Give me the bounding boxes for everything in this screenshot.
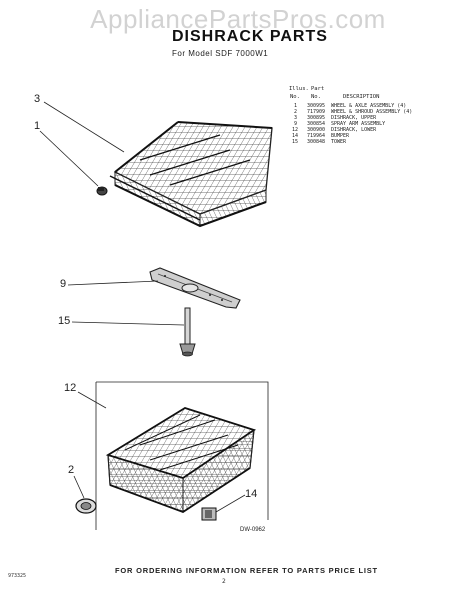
header-no2: No. [311, 94, 321, 100]
row-desc: SPRAY ARM ASSEMBLY [331, 121, 386, 127]
row-desc: WHEEL & SHROUD ASSEMBLY (4) [331, 109, 413, 115]
catalog-stamp: 973325 [8, 573, 27, 579]
header-illus: Illus. [289, 86, 309, 92]
row-part: 300900 [307, 127, 326, 133]
callout-1: 1 [34, 120, 41, 132]
row-part: 717909 [307, 109, 326, 115]
row-desc: BUMPER [331, 133, 350, 139]
row-illus: 1 [294, 103, 298, 109]
leader-12 [77, 391, 107, 409]
diagram-code: DW-0962 [240, 527, 266, 533]
row-illus: 9 [294, 121, 298, 127]
header-no1: No. [290, 94, 300, 100]
row-illus: 2 [294, 109, 298, 115]
leader-2 [73, 475, 85, 499]
wheel-shroud-assembly [75, 498, 97, 514]
lower-dishrack [105, 407, 257, 514]
callout-15: 15 [58, 315, 71, 327]
spray-arm-assembly [149, 267, 241, 309]
row-part: 300895 [307, 115, 326, 121]
row-illus: 14 [292, 133, 299, 139]
leader-1 [39, 130, 99, 187]
page-number: 2 [222, 578, 226, 585]
row-part: 300995 [307, 103, 326, 109]
leader-3 [43, 101, 125, 153]
leader-14 [215, 494, 246, 513]
callout-12: 12 [64, 382, 77, 394]
header-part: Part [311, 86, 325, 92]
ordering-footer: FOR ORDERING INFORMATION REFER TO PARTS … [115, 566, 378, 575]
row-desc: TOWER [331, 139, 347, 145]
row-part: 719964 [307, 133, 326, 139]
leader-15 [71, 321, 185, 326]
row-part: 300854 [307, 121, 326, 127]
page-title: DISHRACK PARTS [172, 28, 328, 45]
callout-14: 14 [245, 488, 258, 500]
row-illus: 3 [294, 115, 298, 121]
callout-9: 9 [60, 278, 67, 290]
row-illus: 15 [292, 139, 299, 145]
tower [179, 307, 196, 357]
watermark: AppliancePartsPros.com [90, 4, 386, 34]
leader-9 [67, 280, 159, 286]
header-description: DESCRIPTION [343, 94, 380, 100]
row-illus: 12 [292, 127, 299, 133]
callout-3: 3 [34, 93, 41, 105]
upper-dishrack [109, 121, 273, 228]
row-part: 300848 [307, 139, 326, 145]
model-subtitle: For Model SDF 7000W1 [172, 49, 269, 58]
row-desc: DISHRACK, LOWER [331, 127, 377, 133]
row-desc: DISHRACK, UPPER [331, 115, 377, 121]
row-desc: WHEEL & AXLE ASSEMBLY (4) [331, 103, 407, 109]
callout-2: 2 [68, 464, 75, 476]
wheel-axle-assembly [96, 186, 108, 196]
bumper [201, 507, 217, 521]
